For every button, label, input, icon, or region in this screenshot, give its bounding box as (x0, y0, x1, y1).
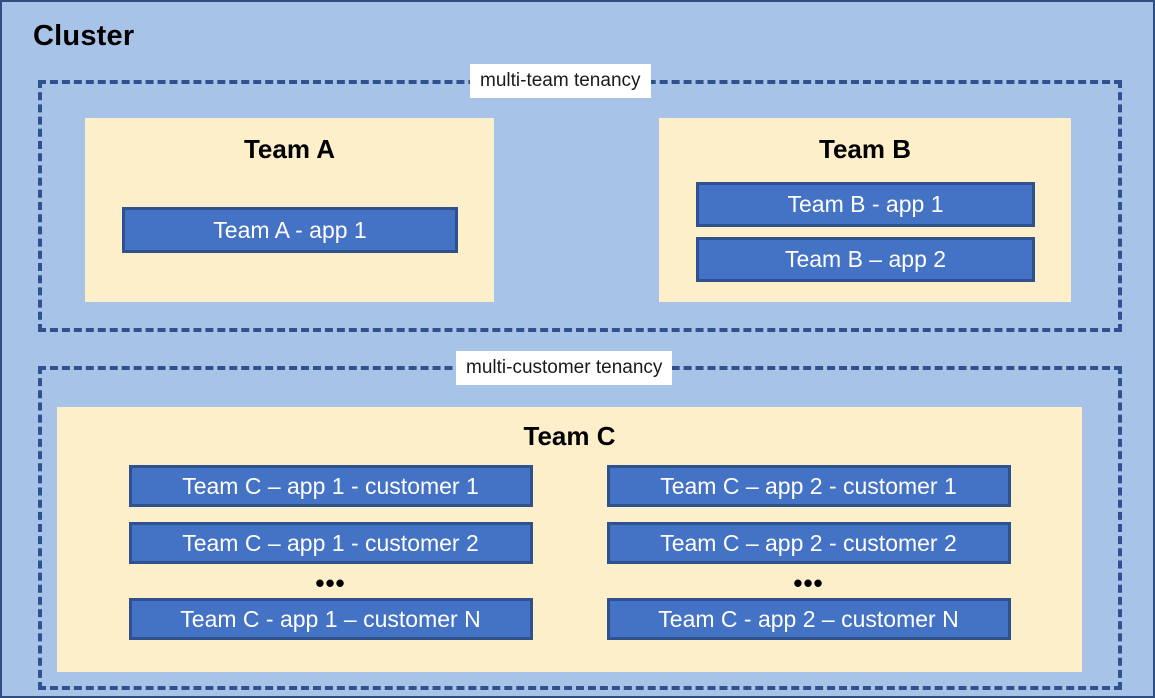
team-panel-team-a: Team A Team A - app 1 (85, 118, 494, 302)
app-box-team-c-app-1-customer-n[interactable]: Team C - app 1 – customer N (128, 598, 533, 640)
app-list-team-b: Team B - app 1 Team B – app 2 (696, 182, 1035, 282)
tenancy-label-multi-team: multi-team tenancy (470, 64, 651, 98)
tenancy-label-multi-customer: multi-customer tenancy (456, 351, 673, 385)
ellipsis-team-c-app-1: ••• (315, 568, 346, 598)
app-box-team-c-app-2-customer-2[interactable]: Team C – app 2 - customer 2 (606, 522, 1011, 564)
team-title-team-b: Team B (819, 134, 911, 164)
app-box-team-b-app-2[interactable]: Team B – app 2 (696, 237, 1035, 282)
app-list-team-a: Team A - app 1 (122, 207, 458, 253)
app-box-team-c-app-2-customer-n[interactable]: Team C - app 2 – customer N (606, 598, 1011, 640)
app-box-team-c-app-2-customer-1[interactable]: Team C – app 2 - customer 1 (606, 465, 1011, 507)
team-title-team-c: Team C (523, 421, 616, 451)
app-column-team-c-app-2: Team C – app 2 - customer 1 Team C – app… (606, 465, 1011, 640)
team-title-team-a: Team A (243, 134, 336, 164)
app-column-team-c-app-1: Team C – app 1 - customer 1 Team C – app… (128, 465, 533, 640)
team-panel-team-c: Team C Team C – app 1 - customer 1 Team … (57, 407, 1082, 672)
app-box-team-c-app-1-customer-2[interactable]: Team C – app 1 - customer 2 (128, 522, 533, 564)
app-box-team-c-app-1-customer-1[interactable]: Team C – app 1 - customer 1 (128, 465, 533, 507)
app-box-team-a-app-1[interactable]: Team A - app 1 (122, 207, 458, 253)
team-panel-team-b: Team B Team B - app 1 Team B – app 2 (659, 118, 1071, 302)
ellipsis-team-c-app-2: ••• (793, 568, 824, 598)
cluster-title: Cluster (33, 20, 135, 52)
app-box-team-b-app-1[interactable]: Team B - app 1 (696, 182, 1035, 227)
app-grid-team-c: Team C – app 1 - customer 1 Team C – app… (57, 465, 1082, 640)
